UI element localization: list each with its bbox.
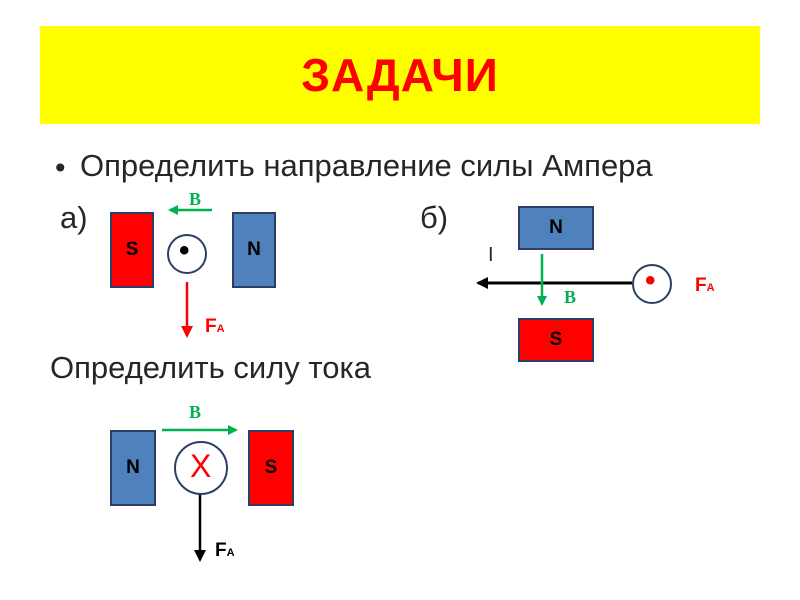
a-force-label: FA xyxy=(205,316,225,337)
problem-a-label: а) xyxy=(60,200,88,235)
title-banner: ЗАДАЧИ xyxy=(40,26,760,124)
c-current-in-icon: X xyxy=(190,448,212,484)
c-field-label: B xyxy=(189,402,202,422)
c-conductor-circle xyxy=(174,441,228,495)
a-magnet-n: N xyxy=(232,212,276,288)
b-current-dot-icon: • xyxy=(645,264,656,297)
page-title: ЗАДАЧИ xyxy=(301,49,499,101)
c-magnet-n: N xyxy=(110,430,156,506)
b-conductor-circle xyxy=(632,264,672,304)
task-2-text: Определить силу тока xyxy=(50,350,371,385)
c-force-label: FA xyxy=(215,540,235,561)
task-1-text: Определить направление силы Ампера xyxy=(80,148,653,183)
b-force-label: FA xyxy=(695,275,715,296)
b-field-label: B xyxy=(564,287,577,307)
b-magnet-n: N xyxy=(518,206,594,250)
a-conductor-circle xyxy=(167,234,207,274)
a-current-out-icon: • xyxy=(179,234,190,267)
b-magnet-s: S xyxy=(518,318,594,362)
problem-b-label: б) xyxy=(420,200,449,235)
bullet-icon: • xyxy=(52,152,69,185)
b-current-label: I xyxy=(488,244,494,266)
a-field-label: B xyxy=(189,189,202,209)
a-magnet-s: S xyxy=(110,212,154,288)
c-magnet-s: S xyxy=(248,430,294,506)
